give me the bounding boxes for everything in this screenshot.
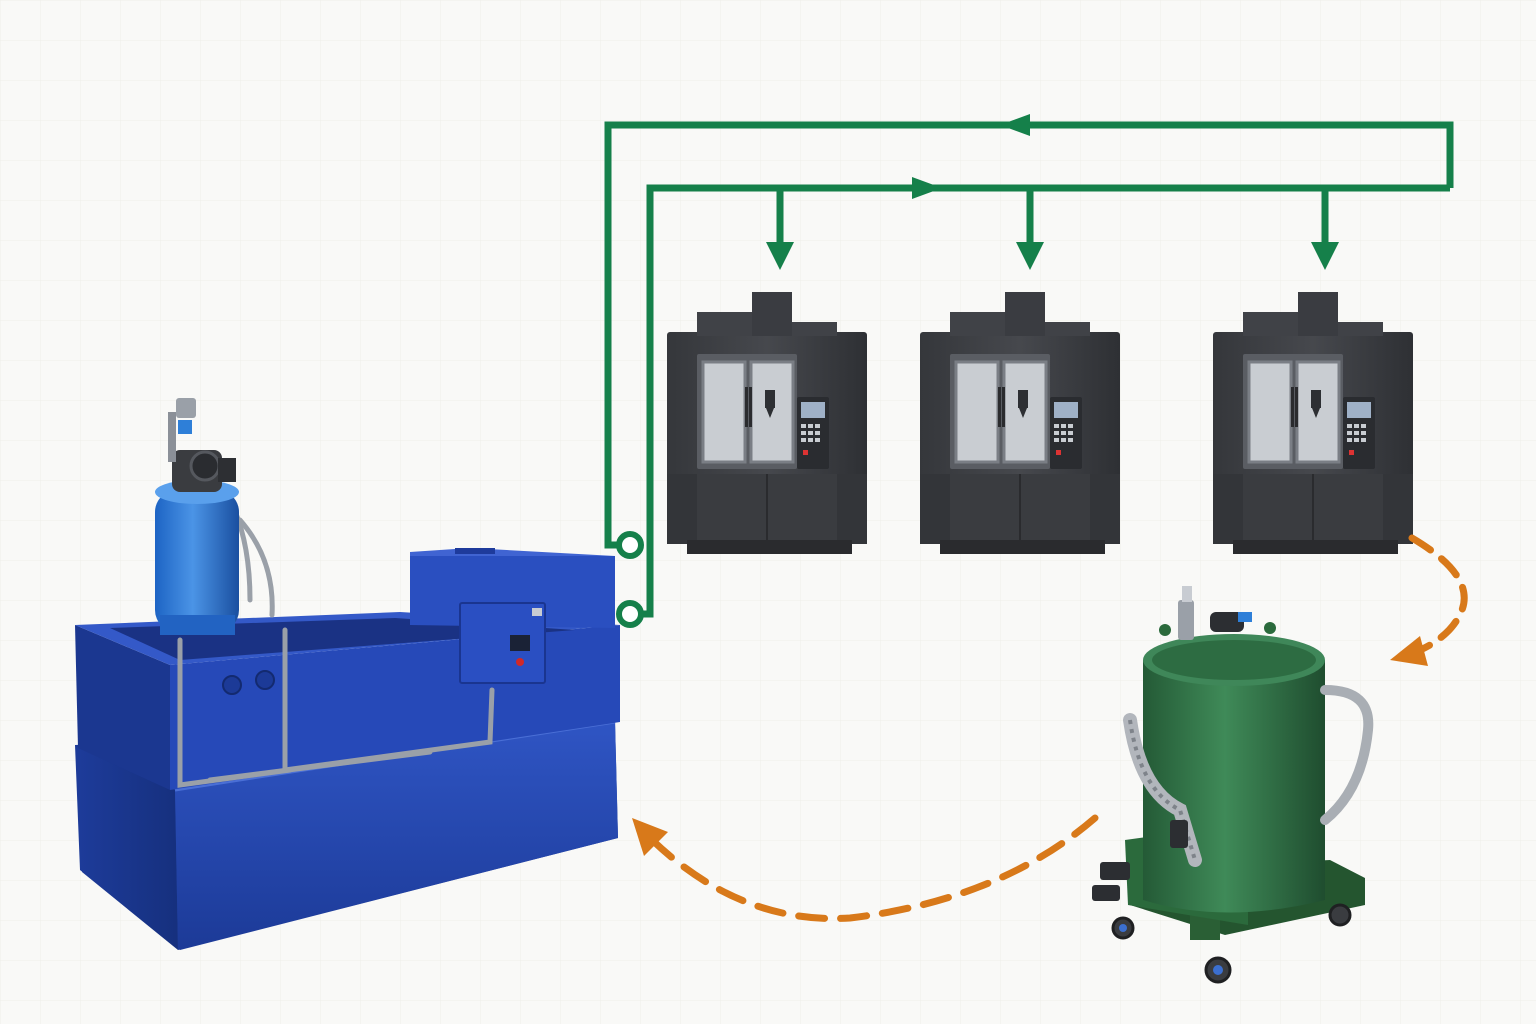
machine-to-recycler-flow bbox=[1390, 534, 1468, 666]
supply-port-icon bbox=[616, 600, 644, 628]
drop-arrow-3-icon bbox=[1311, 242, 1339, 270]
return-port-icon bbox=[616, 531, 644, 559]
recycler-to-central-flow bbox=[632, 814, 1099, 923]
central-inflow-arrow-icon bbox=[632, 818, 668, 856]
mobile-coolant-recycler-icon bbox=[1092, 586, 1374, 984]
cnc-machine-2-icon bbox=[918, 290, 1122, 556]
cnc-machine-3-icon bbox=[1211, 290, 1415, 556]
drop-arrow-2-icon bbox=[1016, 242, 1044, 270]
central-coolant-system-icon bbox=[75, 398, 620, 950]
return-line bbox=[604, 114, 1454, 549]
supply-flow-arrow-icon bbox=[912, 177, 942, 199]
cnc-machine-1-icon bbox=[665, 290, 869, 556]
return-flow-arrow-icon bbox=[1000, 114, 1030, 136]
drop-arrow-1-icon bbox=[766, 242, 794, 270]
recycler-inflow-arrow-icon bbox=[1390, 636, 1428, 666]
